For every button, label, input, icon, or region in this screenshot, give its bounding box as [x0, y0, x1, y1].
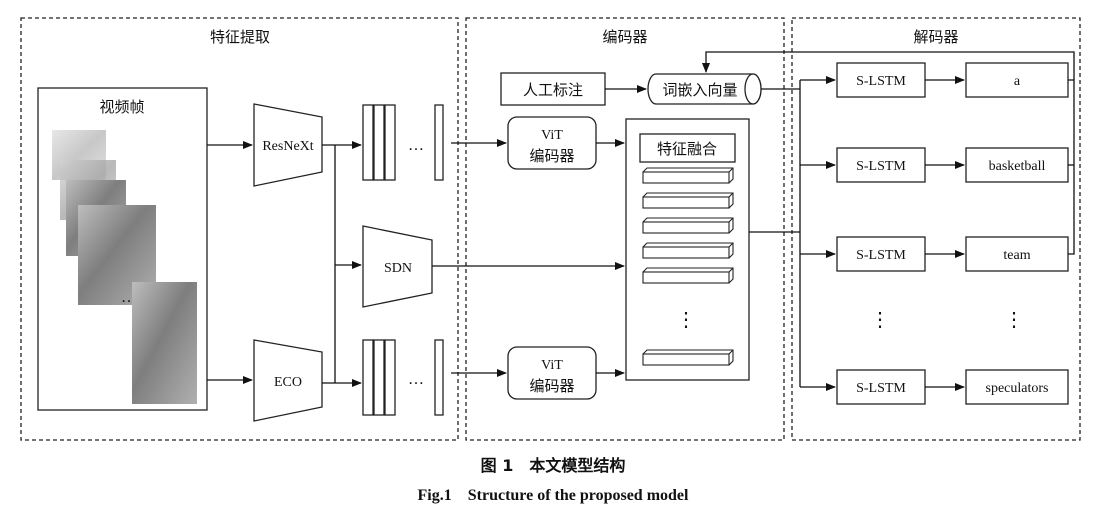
sdn-block: [362, 225, 433, 308]
section-title-feature-extraction: 特征提取: [210, 28, 270, 46]
feature-fusion-title: 特征融合: [657, 140, 717, 158]
fusion-vector: [642, 192, 734, 209]
section-encoder: [465, 17, 785, 441]
slstm-label: S-LSTM: [856, 381, 906, 396]
section-title-encoder: 编码器: [602, 28, 647, 46]
decoder-slstm-column: S-LSTM S-LSTM S-LSTM ⋮ S-LSTM: [836, 62, 926, 405]
decoder-connectors: [702, 51, 1075, 391]
feature-map-bar: [384, 339, 396, 416]
output-word: speculators: [986, 381, 1049, 396]
vit-encoder-bottom-line1: ViT: [541, 358, 563, 373]
feature-fusion-title-box: [639, 133, 736, 163]
fusion-vector: [642, 217, 734, 234]
fusion-vector: [642, 349, 734, 366]
frame-thumbnail: [132, 282, 197, 404]
slstm-block: [836, 369, 926, 405]
output-word: basketball: [989, 159, 1046, 174]
sdn-label: SDN: [384, 261, 412, 276]
feature-map-bar: [434, 104, 444, 181]
manual-label-text: 人工标注: [523, 81, 583, 99]
manual-label-box: [500, 72, 606, 106]
word-embedding-label: 词嵌入向量: [662, 81, 737, 99]
output-vdots: ⋮: [1004, 309, 1024, 331]
feature-map-bar: [373, 339, 385, 416]
feature-map-bar: [384, 104, 396, 181]
output-word-box: [965, 369, 1069, 405]
decoder-output-column: a basketball team ⋮ speculators: [965, 62, 1069, 405]
figure-caption-en: Fig.1 Structure of the proposed model: [418, 487, 690, 504]
vit-encoder-bottom-line2: 编码器: [529, 377, 574, 395]
slstm-label: S-LSTM: [856, 159, 906, 174]
word-embedding-cylinder: 词嵌入向量: [647, 73, 762, 105]
fusion-vector: [642, 242, 734, 259]
video-frames-label: 视频帧: [99, 98, 144, 116]
feature-map-bar: [373, 104, 385, 181]
slstm-block: [836, 236, 926, 272]
encoder-connectors: [432, 85, 800, 377]
resnext-feature-stack: …: [362, 104, 444, 181]
eco-block: [253, 339, 323, 422]
output-word-box: [965, 236, 1069, 272]
feature-stack-ellipsis: …: [408, 137, 424, 154]
slstm-label: S-LSTM: [856, 74, 906, 89]
slstm-vdots: ⋮: [870, 309, 890, 331]
eco-label: ECO: [274, 375, 302, 390]
output-word: team: [1003, 248, 1030, 263]
slstm-block: [836, 62, 926, 98]
feature-stack-ellipsis: …: [408, 371, 424, 388]
vit-encoder-top-line1: ViT: [541, 128, 563, 143]
vit-encoder-top-line2: 编码器: [529, 147, 574, 165]
section-title-decoder: 解码器: [913, 28, 958, 46]
feature-map-bar: [434, 339, 444, 416]
figure-caption-cn: 图 1 本文模型结构: [481, 456, 626, 475]
feature-extraction-connectors: [207, 141, 362, 387]
fusion-vector: [642, 167, 734, 184]
fusion-vector-bars: [642, 167, 734, 366]
section-feature-extraction: [20, 17, 459, 441]
eco-feature-stack: …: [362, 339, 444, 416]
section-decoder: [791, 17, 1081, 441]
video-frame-thumbnails: …: [52, 130, 197, 404]
slstm-label: S-LSTM: [856, 248, 906, 263]
feature-map-bar: [362, 104, 374, 181]
fusion-vector: [642, 267, 734, 284]
resnext-block: [253, 103, 323, 187]
fusion-vdots: ⋮: [676, 309, 696, 331]
output-word-box: [965, 147, 1069, 183]
feature-map-bar: [362, 339, 374, 416]
resnext-label: ResNeXt: [262, 139, 313, 154]
output-word: a: [1014, 74, 1021, 89]
output-word-box: [965, 62, 1069, 98]
